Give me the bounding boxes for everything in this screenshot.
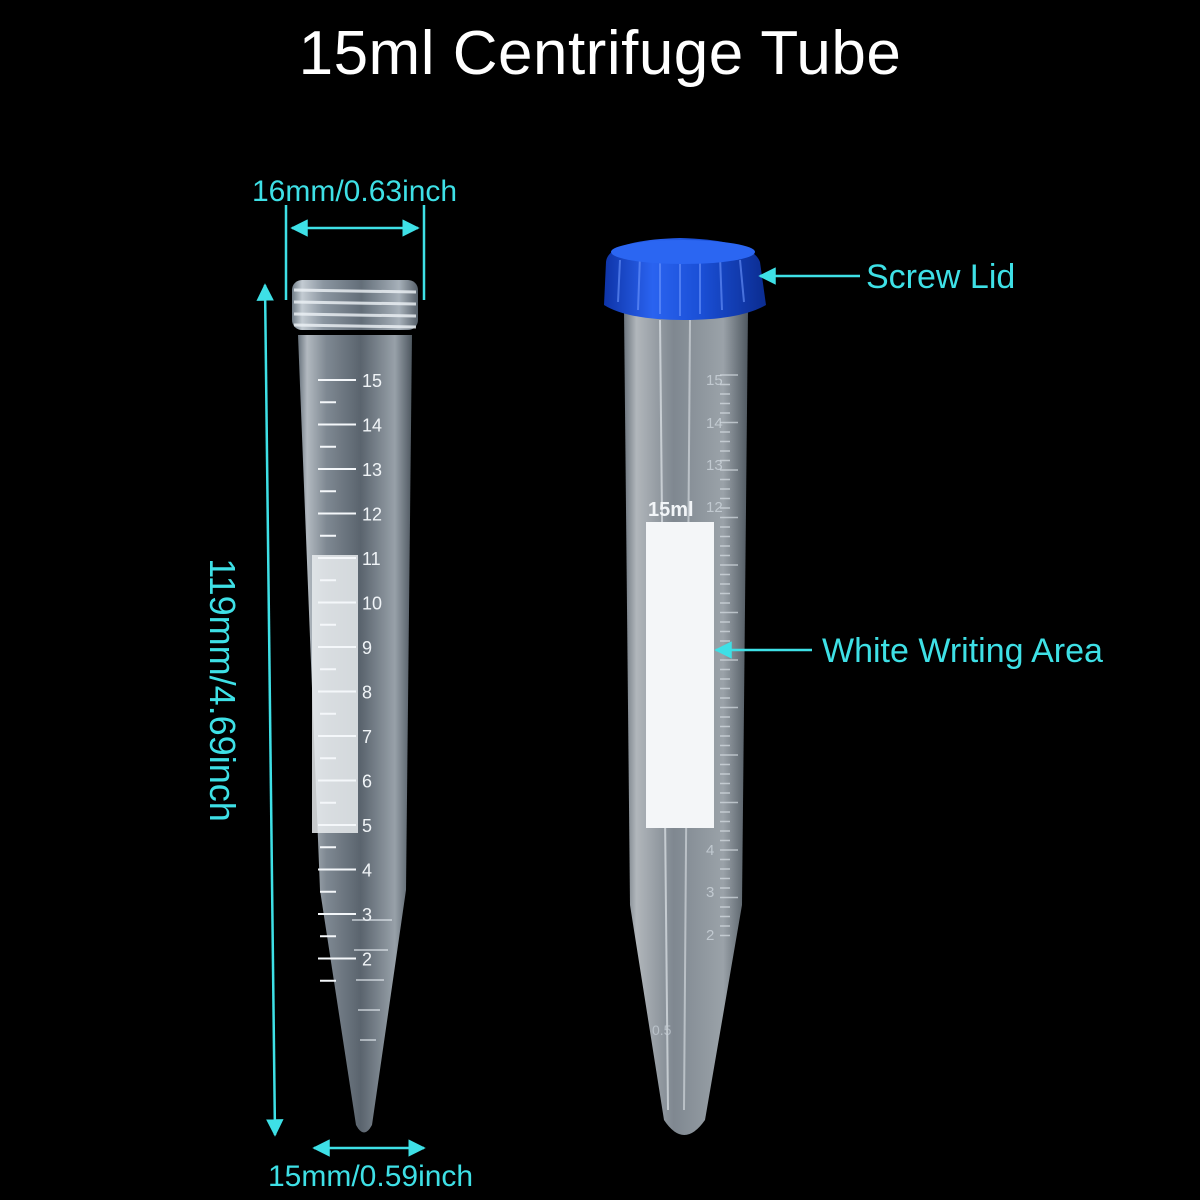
left-graduation-numbers: 15 14 13 12 11 10 9 8 7 6 5 4 3 2 — [362, 371, 382, 970]
graduation-number: 14 — [362, 416, 382, 436]
page-title: 15ml Centrifuge Tube — [298, 19, 902, 88]
cone-ticks — [352, 919, 392, 1041]
left-tube: 15 14 13 12 11 10 9 8 7 6 5 4 3 2 — [292, 280, 418, 1133]
white-writing-area — [646, 522, 714, 828]
capacity-label: 15ml — [648, 499, 694, 521]
graduation-number: 3 — [706, 884, 714, 901]
graduation-number: 12 — [706, 499, 723, 516]
graduation-number: 2 — [362, 950, 372, 970]
right-graduation-numbers: 15 14 13 12 4 3 2 — [706, 372, 723, 944]
white-writing-area-label: White Writing Area — [822, 632, 1103, 670]
graduation-number: 10 — [362, 594, 382, 614]
screw-lid-label: Screw Lid — [866, 258, 1016, 296]
graduation-number: 8 — [362, 683, 372, 703]
graduation-number: 15 — [706, 372, 723, 389]
graduation-number: 13 — [362, 460, 382, 480]
graduation-number: 3 — [362, 905, 372, 925]
height-arrow — [256, 283, 284, 1137]
graduation-number: 13 — [706, 457, 723, 474]
lid-ribs — [617, 254, 745, 316]
graduation-number: 4 — [362, 861, 372, 881]
graduation-number: 7 — [362, 727, 372, 747]
graduation-number: 9 — [362, 638, 372, 658]
graduation-number: 12 — [362, 505, 382, 525]
conical-mark: 0.5 — [652, 1022, 672, 1038]
left-graduation-ticks — [318, 379, 356, 982]
graduation-number: 2 — [706, 927, 714, 944]
right-tube: 15 14 13 12 4 3 2 15ml 0.5 — [604, 238, 766, 1135]
graduation-number: 5 — [362, 816, 372, 836]
graduation-number: 4 — [706, 842, 714, 859]
dimension-lines — [256, 205, 860, 1157]
height-label: 119mm/4.69inch — [202, 558, 243, 822]
graduation-number: 6 — [362, 772, 372, 792]
graduation-number: 14 — [706, 415, 723, 432]
graduation-number: 11 — [362, 549, 381, 569]
bottom-diameter-label: 15mm/0.59inch — [268, 1160, 474, 1193]
lid-top — [611, 240, 755, 264]
thread-lines — [293, 288, 417, 329]
left-writing-strip — [312, 555, 358, 833]
graduation-number: 15 — [362, 371, 382, 391]
top-diameter-label: 16mm/0.63inch — [252, 175, 458, 208]
